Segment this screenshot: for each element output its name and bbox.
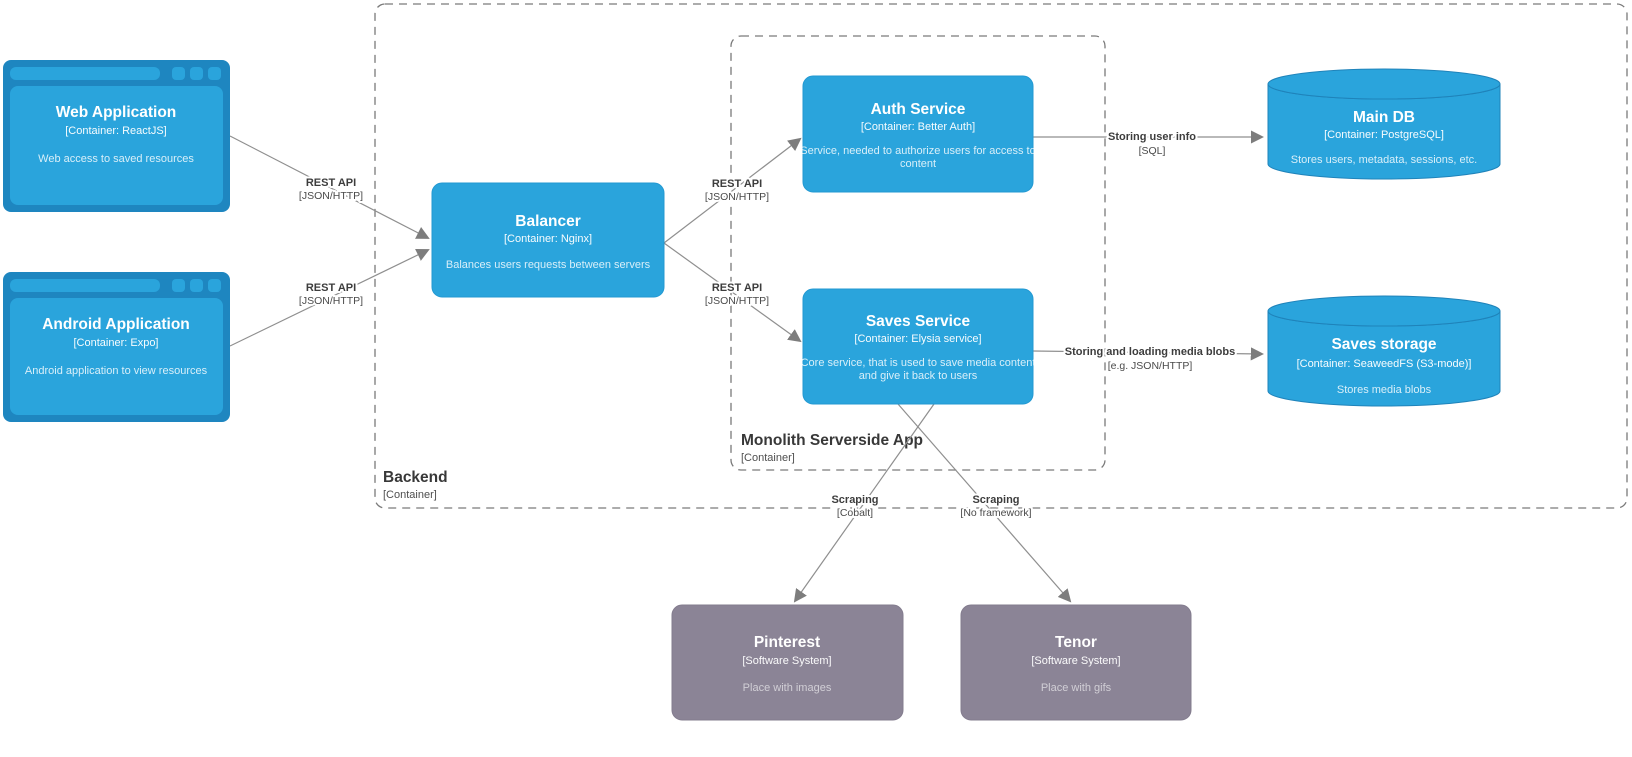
node-main-db[interactable]: Main DB [Container: PostgreSQL] Stores u… (1267, 68, 1501, 180)
group-backend: Backend [Container] (374, 3, 1628, 509)
node-body[interactable] (960, 604, 1192, 721)
node-type: [Container: Elysia service] (854, 333, 981, 345)
cylinder-top (1267, 295, 1501, 327)
browser-address-bar (10, 279, 160, 292)
edge-label: REST API (306, 177, 356, 189)
edge-balancer-to-auth (663, 137, 802, 244)
node-title: Saves Service (866, 313, 971, 330)
edge-saves-to-tenor (897, 403, 1072, 603)
node-title: Auth Service (871, 101, 966, 118)
backend-group-type: [Container] (383, 489, 437, 501)
edge-web-to-balancer (229, 135, 430, 239)
browser-button-icon (208, 67, 221, 80)
edge-saves-to-pinterest (793, 403, 935, 603)
edge-label: Scraping (972, 494, 1019, 506)
node-title: Android Application (42, 316, 190, 333)
node-type: [Container: SeaweedFS (S3-mode)] (1297, 358, 1472, 370)
node-android-application[interactable]: Android Application [Container: Expo] An… (3, 272, 230, 422)
node-desc: Service, needed to authorize users for a… (800, 145, 1035, 157)
edge-android-to-balancer (229, 248, 430, 347)
browser-button-icon (208, 279, 221, 292)
edge-label: Storing and loading media blobs (1065, 346, 1236, 358)
monolith-boundary (730, 35, 1106, 471)
edge-tech-label: [JSON/HTTP] (705, 191, 769, 203)
node-desc: Web access to saved resources (38, 153, 194, 165)
node-pinterest[interactable]: Pinterest [Software System] Place with i… (671, 604, 904, 721)
node-type: [Container: PostgreSQL] (1324, 129, 1444, 141)
node-title: Tenor (1055, 634, 1097, 651)
edge-tech-label: [JSON/HTTP] (705, 295, 769, 307)
edge-label: REST API (306, 282, 356, 294)
node-title: Web Application (56, 104, 177, 121)
edge-tech-label: [SQL] (1139, 145, 1166, 157)
node-body[interactable] (802, 75, 1034, 193)
backend-boundary (374, 3, 1628, 509)
node-tenor[interactable]: Tenor [Software System] Place with gifs (960, 604, 1192, 721)
edge-label: REST API (712, 178, 762, 190)
node-desc: Balances users requests between servers (446, 259, 651, 271)
edge-tech-label: [Cobalt] (837, 507, 873, 519)
browser-viewport (10, 298, 223, 415)
node-desc: Stores users, metadata, sessions, etc. (1291, 154, 1477, 166)
edge-balancer-to-saves (663, 242, 802, 343)
node-body[interactable] (802, 288, 1034, 405)
node-type: [Container: Nginx] (504, 233, 592, 245)
node-type: [Software System] (742, 655, 831, 667)
edge-tech-label: [No framework] (960, 507, 1031, 519)
edge-label: Storing user info (1108, 131, 1196, 143)
browser-address-bar (10, 67, 160, 80)
browser-button-icon (172, 67, 185, 80)
monolith-group-title: Monolith Serverside App (741, 432, 923, 449)
edge-tech-label: [e.g. JSON/HTTP] (1108, 360, 1193, 372)
node-body[interactable] (671, 604, 904, 721)
node-desc: Place with images (743, 682, 832, 694)
node-title: Balancer (515, 213, 580, 230)
node-desc: Android application to view resources (25, 365, 208, 377)
edge-saves-to-storage (1032, 347, 1264, 361)
node-desc: and give it back to users (859, 370, 978, 382)
browser-button-icon (190, 279, 203, 292)
node-desc: Place with gifs (1041, 682, 1112, 694)
browser-viewport (10, 86, 223, 205)
node-desc: content (900, 158, 936, 170)
node-title: Pinterest (754, 634, 820, 651)
edge-tech-label: [JSON/HTTP] (299, 190, 363, 202)
monolith-group-type: [Container] (741, 452, 795, 464)
node-title: Saves storage (1331, 336, 1436, 353)
node-type: [Software System] (1031, 655, 1120, 667)
node-saves-service[interactable]: Saves Service [Container: Elysia service… (801, 288, 1036, 405)
edge-label: REST API (712, 282, 762, 294)
group-monolith-serverside-app: Monolith Serverside App [Container] (730, 35, 1106, 471)
browser-button-icon (190, 67, 203, 80)
node-saves-storage[interactable]: Saves storage [Container: SeaweedFS (S3-… (1267, 295, 1501, 407)
browser-button-icon (172, 279, 185, 292)
node-body[interactable] (431, 182, 665, 298)
node-web-application[interactable]: Web Application [Container: ReactJS] Web… (3, 60, 230, 212)
edge-labels: REST API [JSON/HTTP] REST API [JSON/HTTP… (297, 129, 1237, 521)
edge-label: Scraping (831, 494, 878, 506)
backend-group-title: Backend (383, 469, 448, 486)
node-desc: Core service, that is used to save media… (801, 357, 1036, 369)
node-type: [Container: Better Auth] (861, 121, 975, 133)
node-type: [Container: ReactJS] (65, 125, 167, 137)
node-auth-service[interactable]: Auth Service [Container: Better Auth] Se… (800, 75, 1036, 193)
node-balancer[interactable]: Balancer [Container: Nginx] Balances use… (431, 182, 665, 298)
cylinder-top (1267, 68, 1501, 100)
edge-tech-label: [JSON/HTTP] (299, 295, 363, 307)
node-type: [Container: Expo] (74, 337, 159, 349)
node-desc: Stores media blobs (1337, 384, 1432, 396)
node-title: Main DB (1353, 109, 1415, 126)
